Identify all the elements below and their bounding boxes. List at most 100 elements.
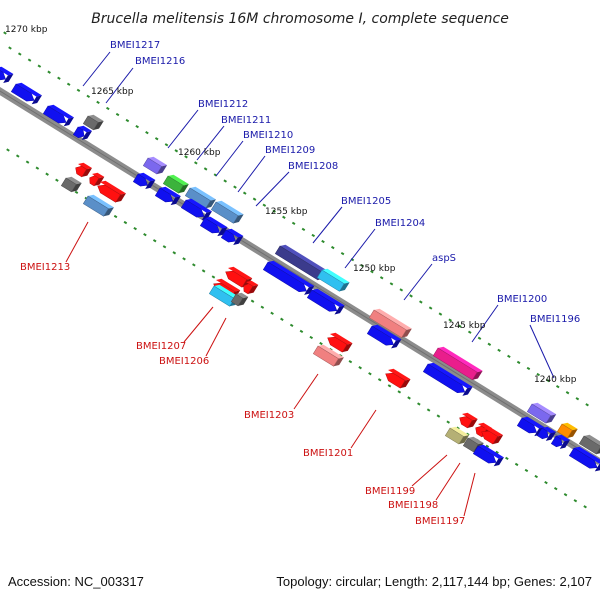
- tick-dot: [485, 444, 490, 448]
- gene-feature[interactable]: [444, 425, 470, 447]
- gene-feature[interactable]: [180, 197, 212, 223]
- gene-feature[interactable]: [87, 171, 105, 188]
- tick-dot: [164, 143, 169, 147]
- gene-feature[interactable]: [60, 175, 82, 194]
- tick-dot: [407, 396, 411, 400]
- tick-dot: [135, 124, 139, 129]
- gene-label[interactable]: BMEI1217: [110, 40, 160, 51]
- scale-label-1270: 1270 kbp: [5, 25, 48, 35]
- gene-feature[interactable]: [10, 81, 42, 107]
- gene-feature[interactable]: [536, 425, 557, 443]
- gene-feature[interactable]: [472, 443, 504, 469]
- gene-feature[interactable]: [312, 343, 344, 369]
- gene-feature[interactable]: [526, 401, 557, 426]
- tick-dot: [250, 299, 255, 303]
- tick-dot: [25, 160, 30, 164]
- gene-label[interactable]: BMEI1213: [20, 262, 70, 273]
- gene-label[interactable]: aspS: [432, 253, 456, 264]
- tick-dot: [417, 402, 421, 406]
- gene-features: [0, 65, 600, 472]
- gene-label[interactable]: BMEI1206: [159, 356, 209, 367]
- gene-feature[interactable]: [82, 113, 104, 132]
- gene-label[interactable]: BMEI1212: [198, 99, 248, 110]
- gene-label[interactable]: BMEI1200: [497, 294, 547, 305]
- gene-feature[interactable]: [0, 65, 14, 86]
- gene-label[interactable]: BMEI1207: [136, 341, 186, 352]
- tick-dot: [252, 197, 257, 201]
- tick-dot: [174, 149, 179, 153]
- gene-label[interactable]: BMEI1199: [365, 486, 415, 497]
- gene-feature[interactable]: [262, 259, 315, 297]
- gene-label[interactable]: BMEI1209: [265, 145, 315, 156]
- gene-feature[interactable]: [220, 227, 244, 248]
- tick-dot: [301, 227, 306, 232]
- tick-dot: [348, 360, 353, 364]
- gene-feature[interactable]: [383, 367, 411, 391]
- gene-feature[interactable]: [556, 421, 578, 440]
- gene-feature[interactable]: [306, 287, 345, 317]
- gene-label[interactable]: BMEI1198: [388, 500, 438, 511]
- gene-feature[interactable]: [422, 361, 473, 398]
- gene-feature[interactable]: [82, 193, 114, 219]
- gene-label[interactable]: BMEI1208: [288, 161, 338, 172]
- gene-label[interactable]: BMEI1196: [530, 314, 580, 325]
- gene-feature[interactable]: [72, 124, 93, 142]
- tick-dot: [184, 155, 188, 159]
- gene-feature[interactable]: [241, 279, 259, 296]
- gene-feature[interactable]: [210, 199, 244, 226]
- gene-feature[interactable]: [42, 103, 74, 129]
- tick-dot: [74, 190, 79, 194]
- gene-feature[interactable]: [457, 411, 478, 430]
- gene-feature[interactable]: [154, 185, 181, 208]
- tick-dot: [419, 300, 423, 304]
- tick-dot: [106, 106, 110, 111]
- gene-feature[interactable]: [479, 425, 504, 447]
- gene-label[interactable]: BMEI1216: [135, 56, 185, 67]
- tick-dot: [428, 306, 433, 310]
- tick-dot: [203, 167, 208, 171]
- tick-dot: [563, 493, 568, 497]
- scale-label-1240: 1240 kbp: [534, 375, 577, 385]
- gene-label[interactable]: BMEI1205: [341, 196, 391, 207]
- gene-feature[interactable]: [230, 291, 249, 308]
- gene-feature[interactable]: [73, 161, 93, 179]
- gene-feature[interactable]: [366, 323, 402, 351]
- gene-feature[interactable]: [95, 179, 126, 205]
- tick-dot: [233, 185, 237, 189]
- gene-feature[interactable]: [199, 215, 228, 239]
- tick-dot: [534, 474, 539, 479]
- tick-dot: [458, 324, 462, 328]
- tick-dot: [27, 58, 32, 62]
- tick-dot: [115, 112, 120, 117]
- tick-dot: [585, 403, 589, 407]
- gene-feature[interactable]: [132, 171, 156, 192]
- gene-label[interactable]: BMEI1204: [375, 218, 425, 229]
- tick-dot: [311, 233, 316, 238]
- tick-dot: [45, 172, 49, 176]
- gene-feature[interactable]: [462, 435, 484, 454]
- gene-labels: BMEI1217 BMEI1216 BMEI1212 BMEI1211 BMEI…: [20, 40, 580, 527]
- tick-dot: [487, 342, 492, 346]
- gene-feature[interactable]: [432, 345, 483, 382]
- tick-dot: [409, 294, 413, 298]
- tick-dot: [291, 221, 296, 226]
- gene-feature[interactable]: [325, 331, 353, 355]
- gene-label[interactable]: BMEI1197: [415, 516, 465, 527]
- gene-label[interactable]: BMEI1203: [244, 410, 294, 421]
- gene-label[interactable]: BMEI1210: [243, 130, 293, 141]
- gene-feature[interactable]: [368, 307, 412, 340]
- tick-dot: [360, 264, 364, 268]
- gene-feature[interactable]: [578, 433, 600, 457]
- gene-label[interactable]: BMEI1201: [303, 448, 353, 459]
- tick-dot: [555, 384, 560, 389]
- tick-dot: [211, 275, 216, 279]
- gene-feature[interactable]: [550, 433, 571, 451]
- gene-label[interactable]: BMEI1211: [221, 115, 271, 126]
- gene-feature[interactable]: [142, 155, 168, 177]
- gene-feature[interactable]: [162, 173, 189, 196]
- tick-dot: [47, 70, 51, 74]
- gene-feature[interactable]: [316, 267, 350, 294]
- tick-dot: [182, 257, 186, 261]
- gene-feature[interactable]: [223, 265, 253, 290]
